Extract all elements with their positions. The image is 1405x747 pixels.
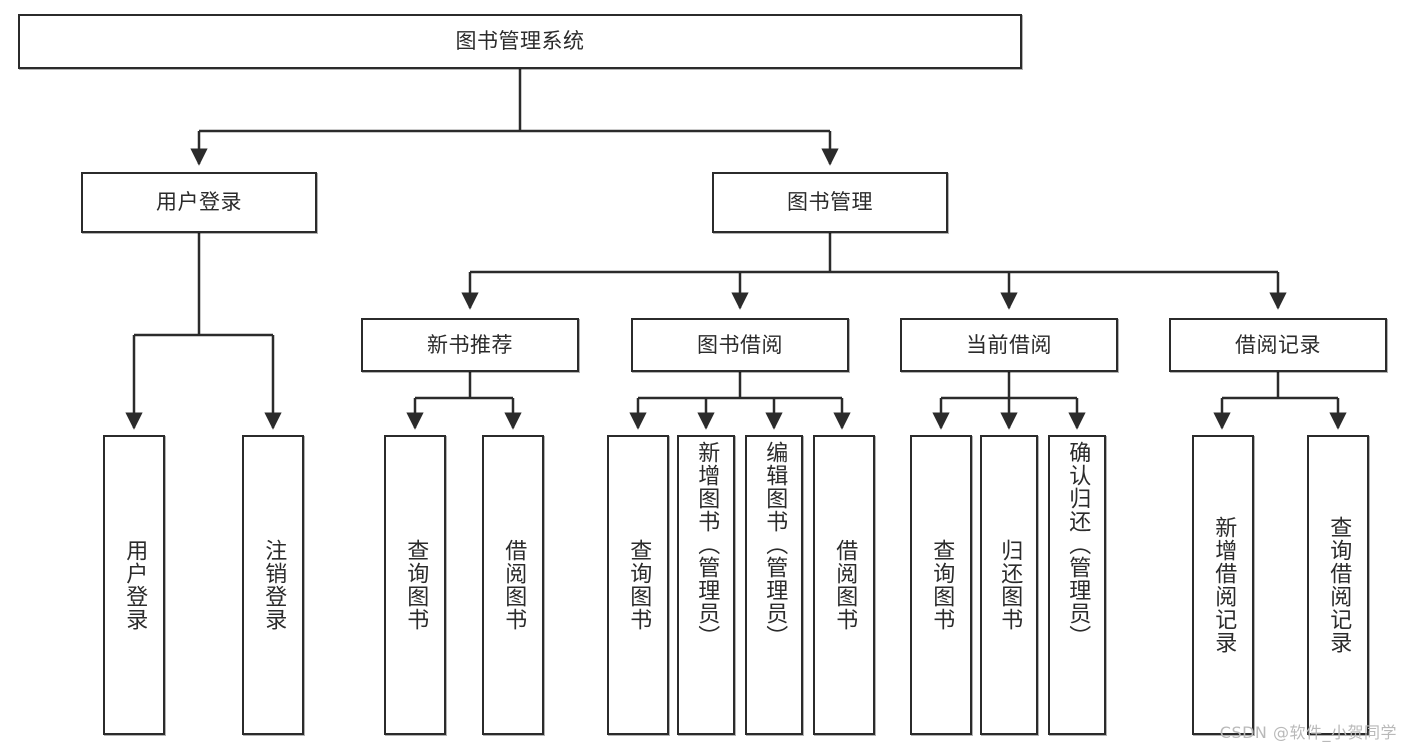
- node-label: 查询图书: [626, 539, 652, 631]
- node-label: 归还图书: [997, 539, 1023, 631]
- node-label: 用户登录: [156, 190, 242, 215]
- node-label: 借阅图书: [501, 539, 527, 631]
- leaf-book-borrow-query-book[interactable]: 查询图书: [607, 435, 669, 735]
- node-label: 图书借阅: [697, 332, 783, 357]
- leaf-new-book-borrow-book[interactable]: 借阅图书: [482, 435, 544, 735]
- node-label: 借阅图书: [832, 539, 858, 631]
- leaf-borrow-records-add-record[interactable]: 新增借阅记录: [1192, 435, 1254, 735]
- leaf-user-login-login[interactable]: 用户登录: [103, 435, 165, 735]
- leaf-book-borrow-add-book[interactable]: 新增图书（管理员）: [677, 435, 735, 735]
- node-label: 新书推荐: [427, 332, 513, 357]
- node-label: 注销登录: [261, 539, 287, 631]
- node-current-borrow[interactable]: 当前借阅: [900, 318, 1118, 372]
- node-label: 确认归还（管理员）: [1065, 441, 1091, 648]
- node-label: 新增图书（管理员）: [694, 441, 720, 648]
- node-label: 图书管理: [787, 190, 873, 215]
- leaf-current-borrow-confirm-return[interactable]: 确认归还（管理员）: [1048, 435, 1106, 735]
- node-label: 编辑图书（管理员）: [762, 441, 788, 648]
- node-borrow-records[interactable]: 借阅记录: [1169, 318, 1387, 372]
- leaf-book-borrow-edit-book[interactable]: 编辑图书（管理员）: [745, 435, 803, 735]
- node-label: 查询图书: [403, 539, 429, 631]
- csdn-watermark: CSDN @软件_小贺同学: [1219, 723, 1397, 742]
- leaf-new-book-query-book[interactable]: 查询图书: [384, 435, 446, 735]
- node-label: 查询借阅记录: [1326, 516, 1352, 654]
- node-root-book-management-system[interactable]: 图书管理系统: [18, 14, 1022, 69]
- leaf-user-login-logout[interactable]: 注销登录: [242, 435, 304, 735]
- node-label: 用户登录: [122, 539, 148, 631]
- leaf-borrow-records-query-record[interactable]: 查询借阅记录: [1307, 435, 1369, 735]
- node-book-borrow[interactable]: 图书借阅: [631, 318, 849, 372]
- node-new-book-recommend[interactable]: 新书推荐: [361, 318, 579, 372]
- node-label: 图书管理系统: [455, 29, 585, 54]
- node-book-management[interactable]: 图书管理: [712, 172, 948, 233]
- node-label: 新增借阅记录: [1211, 516, 1237, 654]
- leaf-book-borrow-borrow-book[interactable]: 借阅图书: [813, 435, 875, 735]
- leaf-current-borrow-query-book[interactable]: 查询图书: [910, 435, 972, 735]
- node-label: 当前借阅: [966, 332, 1052, 357]
- node-user-login[interactable]: 用户登录: [81, 172, 317, 233]
- node-label: 借阅记录: [1235, 332, 1321, 357]
- leaf-current-borrow-return-book[interactable]: 归还图书: [980, 435, 1038, 735]
- node-label: 查询图书: [929, 539, 955, 631]
